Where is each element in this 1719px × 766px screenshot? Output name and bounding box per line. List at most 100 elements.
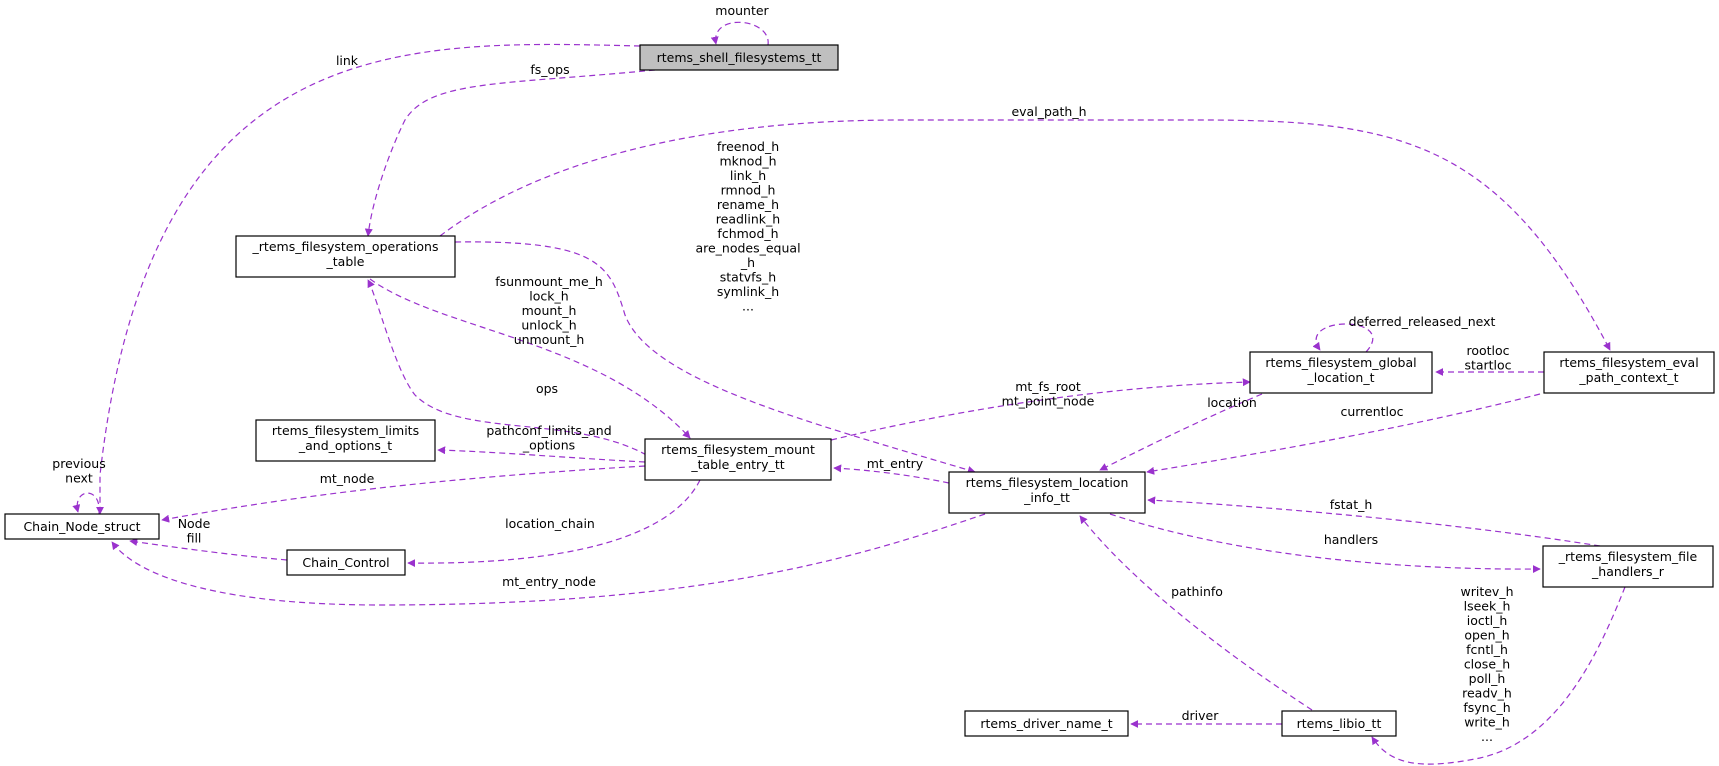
node-label-line: rtems_filesystem_global [1265,355,1416,370]
edge-label-line: rename_h [717,197,779,212]
edge-label-line: write_h [1464,715,1510,730]
edge-label-line: close_h [1464,657,1510,672]
node-label-line: _info_tt [1023,490,1070,505]
node-box [1542,545,1714,588]
edge-label-line: mt_point_node [1002,394,1095,409]
edge-label-line: ... [742,299,754,314]
node-file-handlers[interactable]: _rtems_filesystem_file_handlers_r [1542,545,1714,588]
edge-label-location: location [1207,395,1257,410]
node-label-line: rtems_filesystem_mount [661,442,815,457]
edge-eval-path-h [439,119,1611,351]
node-label-line: _table_entry_tt [690,457,784,472]
edge-label-location-chain: location_chain [505,516,595,531]
node-eval-ctx[interactable]: rtems_filesystem_eval_path_context_t [1543,351,1715,394]
edge-label-line: rmnod_h [721,183,776,198]
edge-label-pathconf: pathconf_limits_and_options [486,423,611,453]
edge-label-line: rootloc [1466,343,1509,358]
node-label-line: _path_context_t [1578,370,1678,385]
edge-label-fs-ops: fs_ops [530,62,569,77]
edge-label-line: fchmod_h [717,226,778,241]
edge-mount-ops [369,278,691,439]
edge-label-line: fstat_h [1330,497,1373,512]
node-label-line: Chain_Control [302,555,389,570]
edge-label-pathinfo: pathinfo [1171,584,1223,599]
node-label: rtems_filesystem_limits_and_options_t [272,423,419,453]
edge-line-pathconf [437,446,646,463]
node-label-line: rtems_shell_filesystems_tt [657,50,822,65]
edge-mt-node [161,465,646,523]
edge-ops-back [367,279,656,461]
edge-label-line: lock_h [529,289,568,304]
node-box [1543,351,1715,394]
edge-label-driver: driver [1182,708,1220,723]
node-label-line: rtems_libio_tt [1297,716,1382,731]
edge-pathconf [437,446,646,463]
edge-node-fill [129,538,288,561]
edge-label-line: location_chain [505,516,595,531]
edge-label-line: statvfs_h [720,270,776,285]
node-label: rtems_filesystem_global_location_t [1265,355,1416,385]
edge-label-line: lseek_h [1464,599,1511,614]
edge-label-line: ioctl_h [1467,613,1508,628]
node-location-info[interactable]: rtems_filesystem_location_info_tt [948,471,1146,514]
edge-mounter [710,21,769,46]
node-box [255,419,436,462]
edge-fstat-h [1147,496,1601,547]
edge-label-link: link [336,53,359,68]
edge-location-chain [407,479,701,568]
edge-line-location-chain [407,479,701,568]
edge-label-line: pathconf_limits_and [486,423,611,438]
edge-label-line: Node [178,516,211,531]
node-label: rtems_filesystem_mount_table_entry_tt [661,442,815,472]
edge-location [1099,393,1263,471]
edge-currentloc [1146,393,1541,475]
node-label: _rtems_filesystem_file_handlers_r [1558,549,1698,579]
node-global-loc[interactable]: rtems_filesystem_global_location_t [1249,351,1433,394]
node-box [1281,710,1397,737]
node-chain-control[interactable]: Chain_Control [286,549,406,576]
node-libio[interactable]: rtems_libio_tt [1281,710,1397,737]
edge-label-line: fsunmount_me_h [495,274,603,289]
edge-label-line: _options [522,438,575,453]
edge-label-mt-entry-node: mt_entry_node [502,574,596,589]
node-label: rtems_filesystem_location_info_tt [966,475,1129,505]
edge-label-line: previous [52,456,105,471]
edge-label-line: mt_entry_node [502,574,596,589]
edge-label-mounter: mounter [715,3,769,18]
node-shell-fs[interactable]: rtems_shell_filesystems_tt [639,44,839,71]
edge-label-line: readlink_h [716,212,780,227]
edge-label-line: writev_h [1461,584,1514,599]
edge-line-mt-fs-root [830,378,1251,441]
edge-label-line: currentloc [1340,404,1403,419]
edge-label-line: link_h [730,168,766,183]
node-fs-ops[interactable]: _rtems_filesystem_operations_table [235,235,456,278]
edge-label-mt-node: mt_node [320,471,375,486]
node-label-line: _and_options_t [298,438,392,453]
edge-label-line: fill [187,531,202,546]
edge-label-line: readv_h [1462,686,1512,701]
edge-label-line: are_nodes_equal [695,241,800,256]
node-label-line: _table [326,254,365,269]
edge-label-line: location [1207,395,1257,410]
edge-line-deferred [1312,323,1374,353]
node-box [948,471,1146,514]
node-mount-table[interactable]: rtems_filesystem_mount_table_entry_tt [644,438,832,481]
node-label: rtems_filesystem_eval_path_context_t [1559,355,1698,385]
edge-label-line: _h [740,255,755,270]
node-limits[interactable]: rtems_filesystem_limits_and_options_t [255,419,436,462]
edge-label-line: fs_ops [530,62,569,77]
node-box [235,235,456,278]
edge-label-line: fcntl_h [1466,642,1508,657]
edge-mt-entry [833,464,950,484]
edge-deferred [1312,323,1374,353]
node-label: Chain_Control [302,555,389,570]
edge-label-line: mt_entry [867,456,924,471]
edge-label-line: mt_node [320,471,375,486]
node-chain-node[interactable]: Chain_Node_struct [4,513,160,540]
node-driver-name[interactable]: rtems_driver_name_t [964,710,1129,737]
